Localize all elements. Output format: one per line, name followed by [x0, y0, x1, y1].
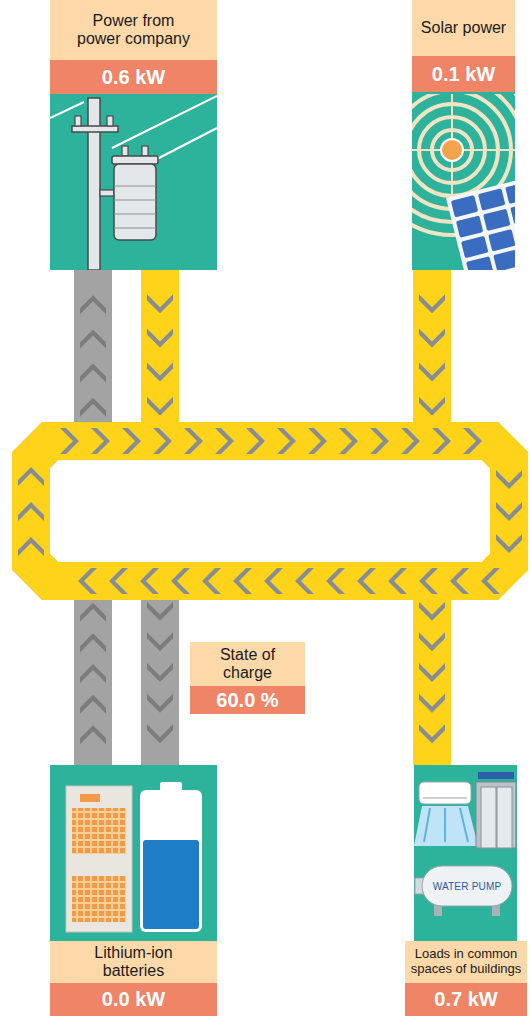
air-flow-line: [460, 808, 468, 842]
solar-panel: [446, 176, 515, 270]
transformer-fin: [114, 227, 156, 228]
node-value: 0.0 kW: [50, 983, 217, 1016]
sun-ring: [432, 130, 472, 170]
power-bus-ring: [31, 441, 509, 581]
panel-cell: [451, 195, 478, 217]
grid-source-box: Power from power company0.6 kW: [50, 0, 217, 270]
panel-cell: [483, 209, 510, 231]
load-box: Loads in common spaces of buildings0.7 k…: [405, 765, 527, 1016]
cabinet-badge: [80, 794, 100, 802]
battery-body: [140, 790, 202, 932]
bus-chevrons: [50, 441, 488, 442]
cell-grid: [72, 876, 126, 922]
panel-cell: [510, 202, 515, 224]
bus-band: [31, 441, 509, 581]
sun-ray: [451, 94, 453, 206]
crossarm: [72, 126, 118, 132]
illustration-panel: [50, 765, 217, 941]
bus-chevrons: [509, 462, 510, 560]
transformer: [114, 164, 156, 240]
bracket: [100, 190, 114, 196]
sun-ring: [412, 94, 511, 209]
node-value: 0.6 kW: [50, 60, 217, 94]
elevator-frame: [476, 782, 516, 848]
pump-leg: [434, 904, 442, 916]
insulator: [75, 116, 81, 126]
node-heading: Solar power: [412, 0, 515, 56]
bus-chevrons: [31, 462, 32, 560]
battery-box: Lithium-ion batteries0.0 kW: [50, 765, 217, 1016]
panel-cell: [488, 229, 515, 251]
solar-source-box: Solar power0.1 kW: [412, 0, 515, 270]
pump-tank: [422, 866, 512, 906]
node-heading: State of charge: [190, 642, 305, 686]
power-flow-band: [160, 270, 509, 765]
node-value: 0.1 kW: [412, 56, 515, 92]
node-heading: Lithium-ion batteries: [50, 941, 217, 983]
panel-cell: [505, 182, 515, 204]
sun-ring: [412, 94, 515, 235]
air-conditioner: [419, 782, 471, 804]
battery-cabinet: [66, 786, 132, 932]
panel-cell: [478, 188, 505, 210]
insulator: [107, 116, 113, 126]
panel-cell: [456, 215, 483, 237]
bus-chevrons: [62, 581, 492, 582]
panel-frame: [446, 176, 515, 270]
air-flow: [414, 806, 478, 846]
air-flow-line: [424, 808, 430, 842]
sun-ray: [412, 149, 515, 151]
cell-grid: [72, 808, 126, 854]
connector-group: [31, 270, 509, 765]
illustration-panel: [50, 94, 217, 270]
battery-level: [143, 840, 199, 929]
power-flow-band: [160, 270, 509, 765]
node-heading: Loads in common spaces of buildings: [405, 941, 527, 983]
loads-illustration: [414, 772, 516, 916]
pole: [88, 98, 100, 270]
battery-illustration: [66, 782, 202, 932]
panel-cell: [461, 236, 488, 258]
solar-illustration: [412, 94, 515, 270]
air-flow-line: [444, 808, 446, 842]
power-wire: [112, 96, 217, 148]
illustration-panel: [412, 92, 515, 270]
node-value: 60.0 %: [190, 686, 305, 714]
transformer-lid: [112, 156, 158, 164]
air-conditioner-vent: [423, 797, 467, 799]
transformer-fin: [114, 199, 156, 200]
panel-cell: [466, 256, 493, 270]
sun-ring: [412, 104, 498, 196]
panel-cell: [493, 249, 515, 270]
pump-nozzle: [415, 878, 424, 894]
pump-leg: [492, 904, 500, 916]
bushing: [122, 146, 128, 156]
elevator-door: [497, 787, 512, 848]
transformer-fin: [114, 213, 156, 214]
sun-ring: [412, 94, 515, 222]
power-pole-illustration: [50, 96, 217, 270]
node-value: 0.7 kW: [405, 983, 527, 1016]
power-wire: [50, 102, 84, 118]
sun: [441, 139, 463, 161]
elevator-door: [481, 787, 496, 848]
node-heading: Power from power company: [50, 0, 217, 60]
battery-terminal: [160, 782, 182, 792]
illustration-panel: [414, 765, 517, 941]
floor-indicator: [478, 772, 514, 779]
power-wire: [124, 128, 217, 176]
sun-ring: [419, 117, 485, 183]
charge-callout: State of charge60.0 %: [190, 642, 305, 714]
transformer-fin: [114, 185, 156, 186]
bushing: [142, 146, 148, 156]
